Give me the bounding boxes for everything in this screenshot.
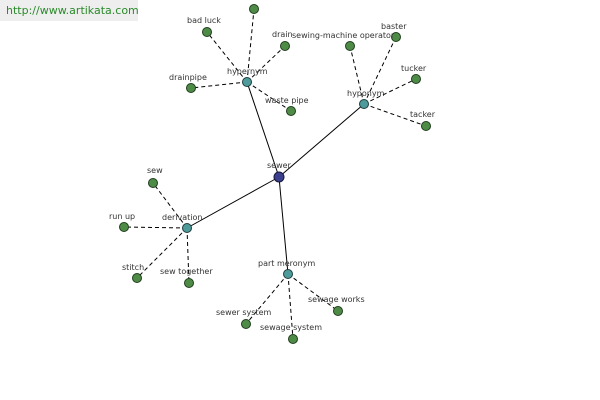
node-sewage-works[interactable] bbox=[333, 306, 343, 316]
label-drainpipe: drainpipe bbox=[169, 73, 207, 82]
edge-sewer-hyponym bbox=[278, 103, 365, 178]
edge-sewer-hypernym bbox=[246, 81, 280, 178]
label-sew: sew bbox=[147, 166, 163, 175]
label-waste-pipe: waste pipe bbox=[265, 96, 309, 105]
node-hypernym[interactable] bbox=[242, 77, 252, 87]
label-part-meronym: part meronym bbox=[258, 259, 315, 268]
node-bad-luck[interactable] bbox=[202, 27, 212, 37]
node-sewer[interactable] bbox=[273, 171, 285, 183]
node-sewing-machine-operator[interactable] bbox=[345, 41, 355, 51]
label-hypernym: hypernym bbox=[227, 67, 268, 76]
label-tacker: tacker bbox=[410, 110, 436, 119]
node-baster[interactable] bbox=[391, 32, 401, 42]
label-run-up: run up bbox=[109, 212, 135, 221]
label-sewer-system: sewer system bbox=[216, 308, 272, 317]
edge-hypernym-bad-luck bbox=[206, 31, 248, 83]
label-drain: drain bbox=[272, 30, 293, 39]
label-bad-luck: bad luck bbox=[187, 16, 221, 25]
edge-derivation-sew bbox=[152, 182, 188, 229]
edge-hyponym-tucker bbox=[363, 78, 417, 105]
node-run-up[interactable] bbox=[119, 222, 129, 232]
graph-edges bbox=[123, 8, 427, 340]
label-hyponym: hyponym bbox=[347, 89, 385, 98]
node-sew-together[interactable] bbox=[184, 278, 194, 288]
source-url-link[interactable]: http://www.artikata.com bbox=[0, 0, 138, 21]
edge-hypernym-drain bbox=[246, 45, 286, 83]
label-sewage-works: sewage works bbox=[308, 295, 365, 304]
edge-hyponym-baster bbox=[363, 36, 397, 105]
edge-part-meronym-sewage-works bbox=[287, 273, 339, 312]
edge-sewer-derivation bbox=[186, 176, 280, 229]
node-waste-pipe[interactable] bbox=[286, 106, 296, 116]
label-tucker: tucker bbox=[401, 64, 427, 73]
edge-part-meronym-sewer-system bbox=[245, 273, 289, 325]
edge-derivation-run-up bbox=[123, 226, 188, 229]
node-drain[interactable] bbox=[280, 41, 290, 51]
node-stitch[interactable] bbox=[132, 273, 142, 283]
edge-part-meronym-sewage-system bbox=[287, 273, 294, 340]
node-drainpipe[interactable] bbox=[186, 83, 196, 93]
label-sewer: sewer bbox=[267, 161, 292, 170]
edge-derivation-stitch bbox=[136, 227, 188, 279]
node-hyponym[interactable] bbox=[359, 99, 369, 109]
edge-sewer-part-meronym bbox=[278, 176, 289, 275]
edge-hyponym-sewing-machine-operator bbox=[349, 45, 365, 105]
node-sew[interactable] bbox=[148, 178, 158, 188]
edge-hypernym-drainpipe bbox=[190, 81, 248, 89]
label-derivation: derivation bbox=[162, 213, 202, 222]
node-sewage-system[interactable] bbox=[288, 334, 298, 344]
edge-hypernym-waste-pipe bbox=[246, 81, 292, 112]
node-tucker[interactable] bbox=[411, 74, 421, 84]
edge-hyponym-tacker bbox=[363, 103, 427, 127]
edge-derivation-sew-together bbox=[186, 227, 190, 284]
graph-labels: bad luck drain drainpipe waste pipe hypernym… bbox=[109, 16, 436, 332]
graph-nodes bbox=[119, 4, 431, 344]
label-sewing-machine-operator: sewing-machine operator bbox=[292, 31, 395, 40]
label-baster: baster bbox=[381, 22, 407, 31]
node-derivation[interactable] bbox=[182, 223, 192, 233]
node-part-meronym[interactable] bbox=[283, 269, 293, 279]
label-sewage-system: sewage system bbox=[260, 323, 322, 332]
edge-hypernym-cut-off-top bbox=[246, 8, 255, 83]
node-cut-off-top[interactable] bbox=[249, 4, 259, 14]
label-stitch: stitch bbox=[122, 263, 144, 272]
node-sewer-system[interactable] bbox=[241, 319, 251, 329]
node-tacker[interactable] bbox=[421, 121, 431, 131]
label-sew-together: sew together bbox=[160, 267, 213, 276]
